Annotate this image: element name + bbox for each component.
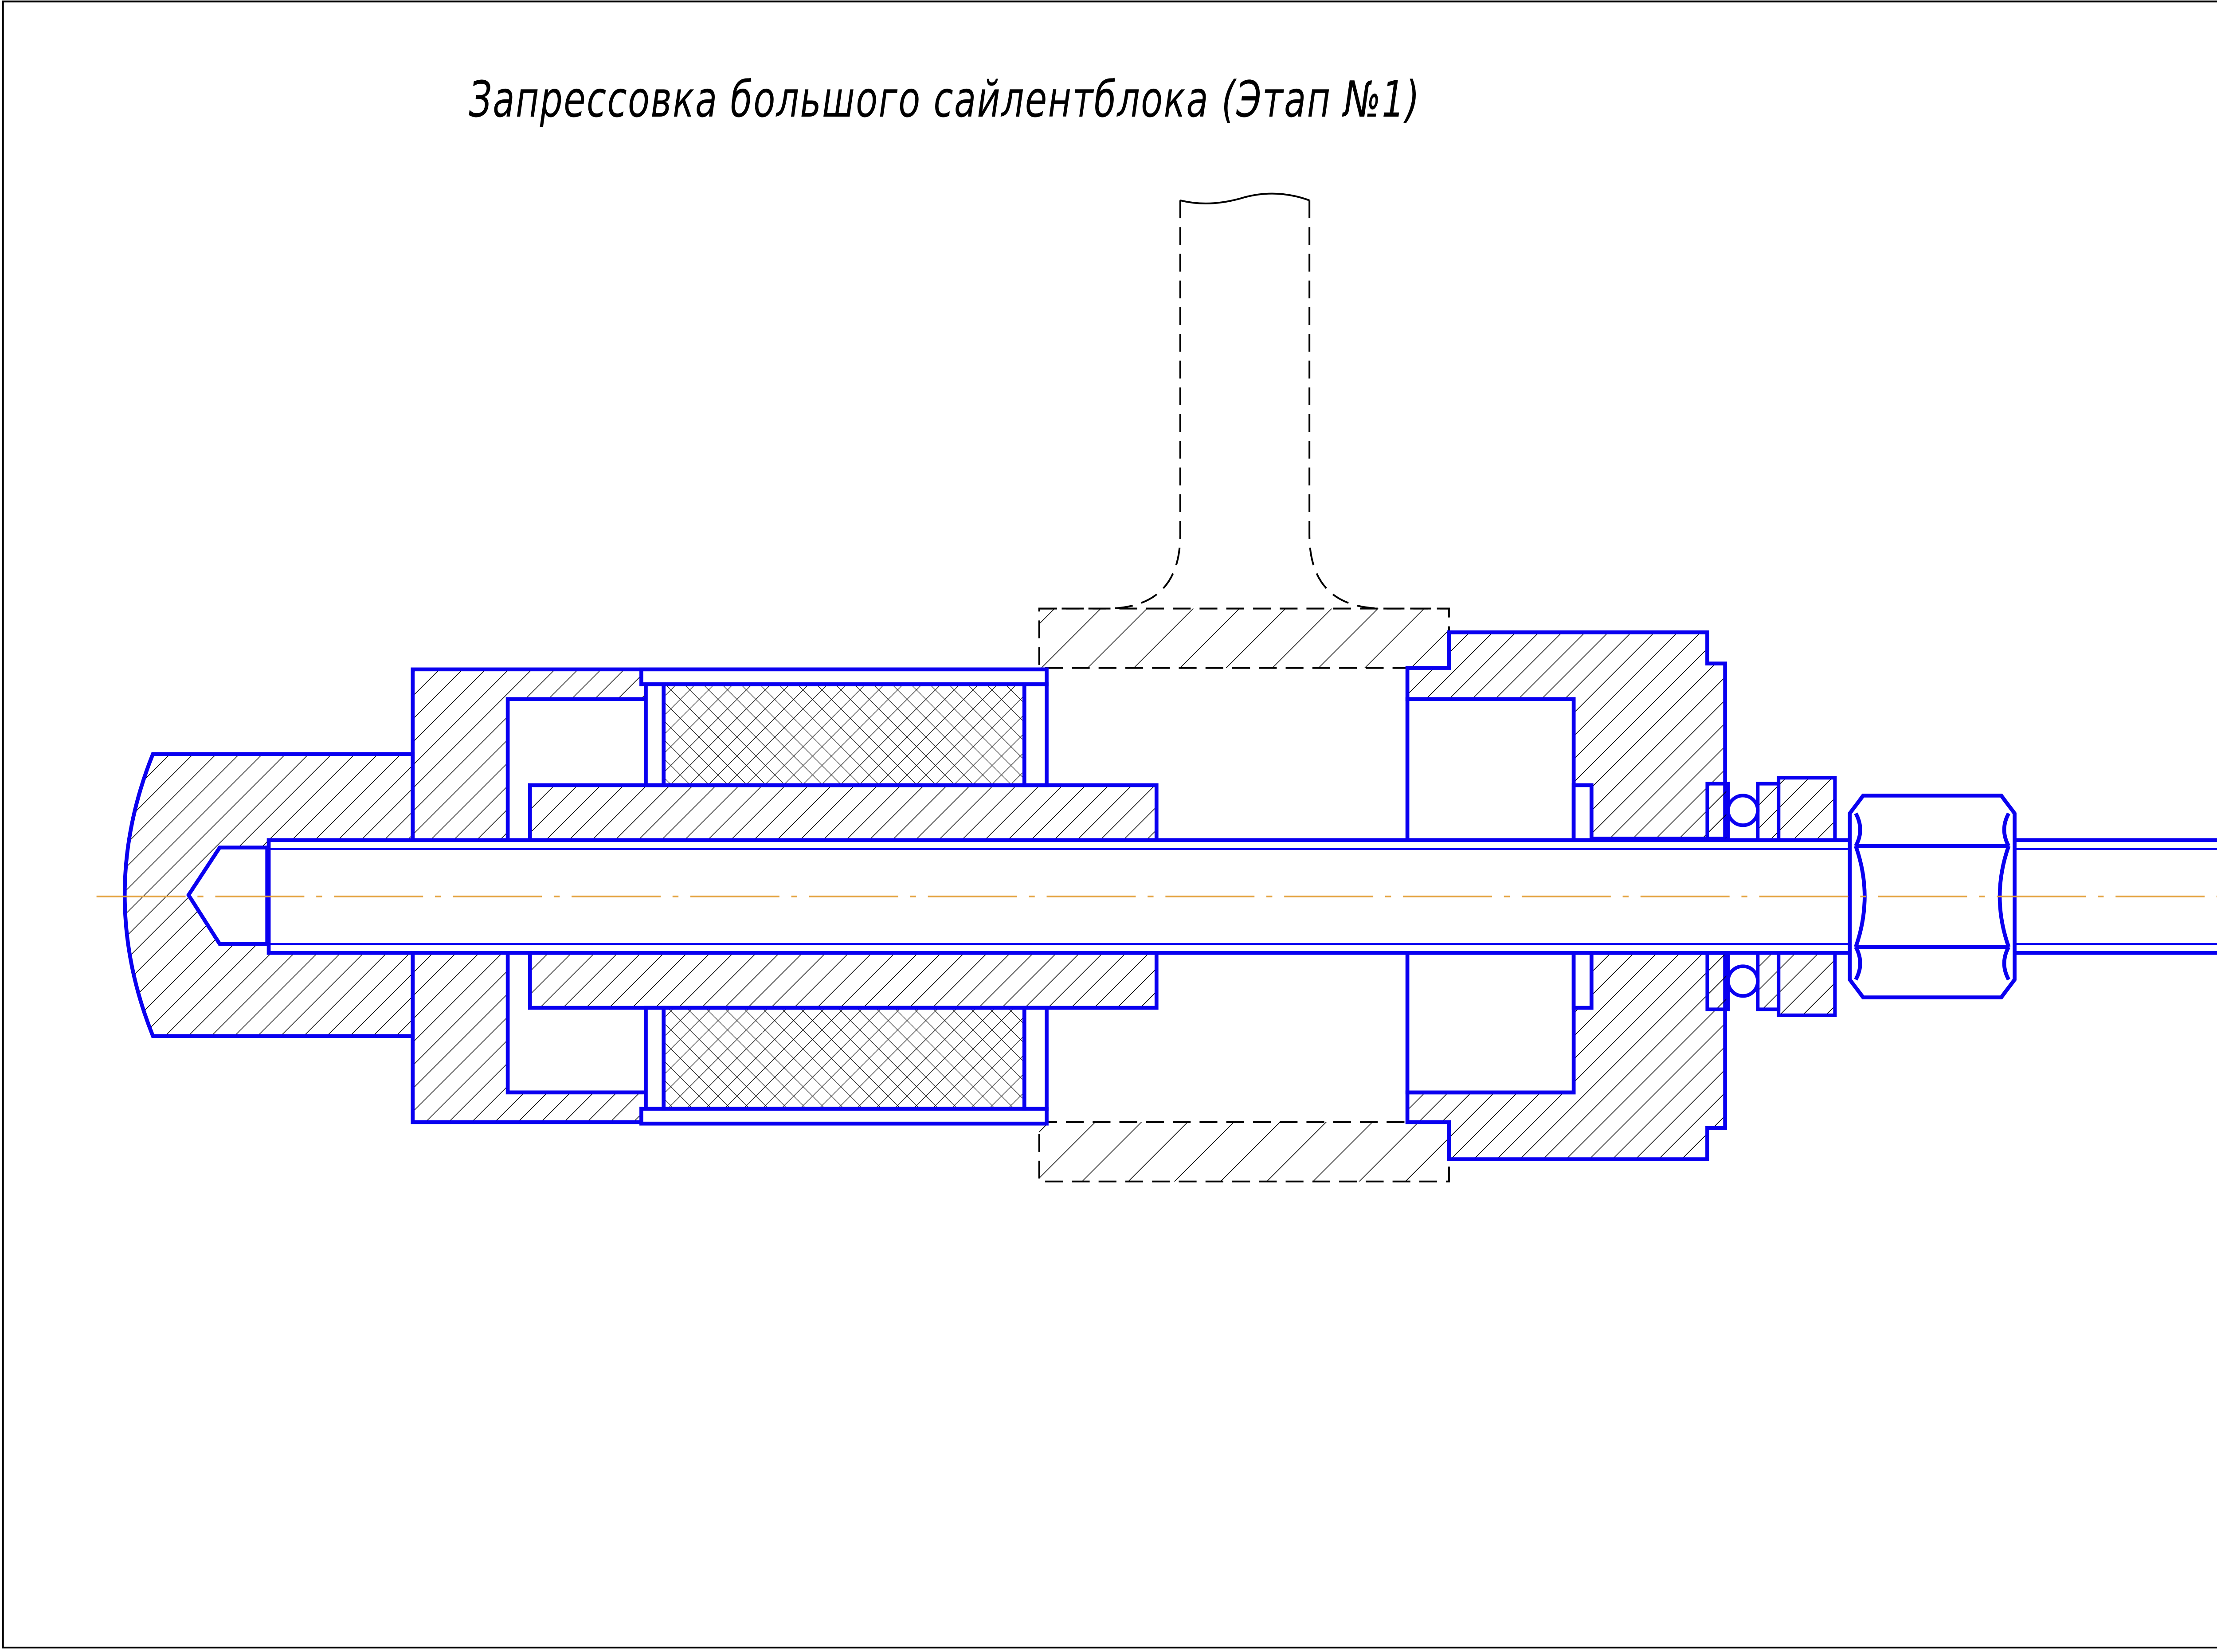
support-cup-bore-bottom <box>1405 951 1576 1095</box>
phantom-housing-bottom <box>1038 1121 1450 1182</box>
phantom-housing-top <box>1038 607 1450 669</box>
silentblock-flange-right-bottom <box>1022 1006 1049 1111</box>
silentblock-flange-left-top <box>644 682 666 787</box>
silentblock-outer-bottom <box>639 1107 1049 1126</box>
silentblock-flange-right-top <box>1022 682 1049 787</box>
support-cup-bore-top <box>1405 697 1576 842</box>
inner-bushing-top <box>528 783 1159 842</box>
press-ram-phantom <box>1039 192 1449 610</box>
silentblock-rubber-bottom <box>662 1006 1026 1111</box>
support-cup-step-top <box>1571 783 1594 842</box>
inner-bushing-bottom <box>528 951 1159 1010</box>
silentblock-flange-left-bottom <box>644 1006 666 1111</box>
drawing-title: Запрессовка большого сайлентблока (Этап … <box>469 71 1421 129</box>
washer-top <box>1777 776 1837 842</box>
support-cup-step-bottom <box>1571 951 1594 1010</box>
washer-bottom <box>1777 951 1837 1017</box>
silentblock-outer-top <box>639 667 1049 686</box>
silentblock-rubber-top <box>662 682 1026 787</box>
